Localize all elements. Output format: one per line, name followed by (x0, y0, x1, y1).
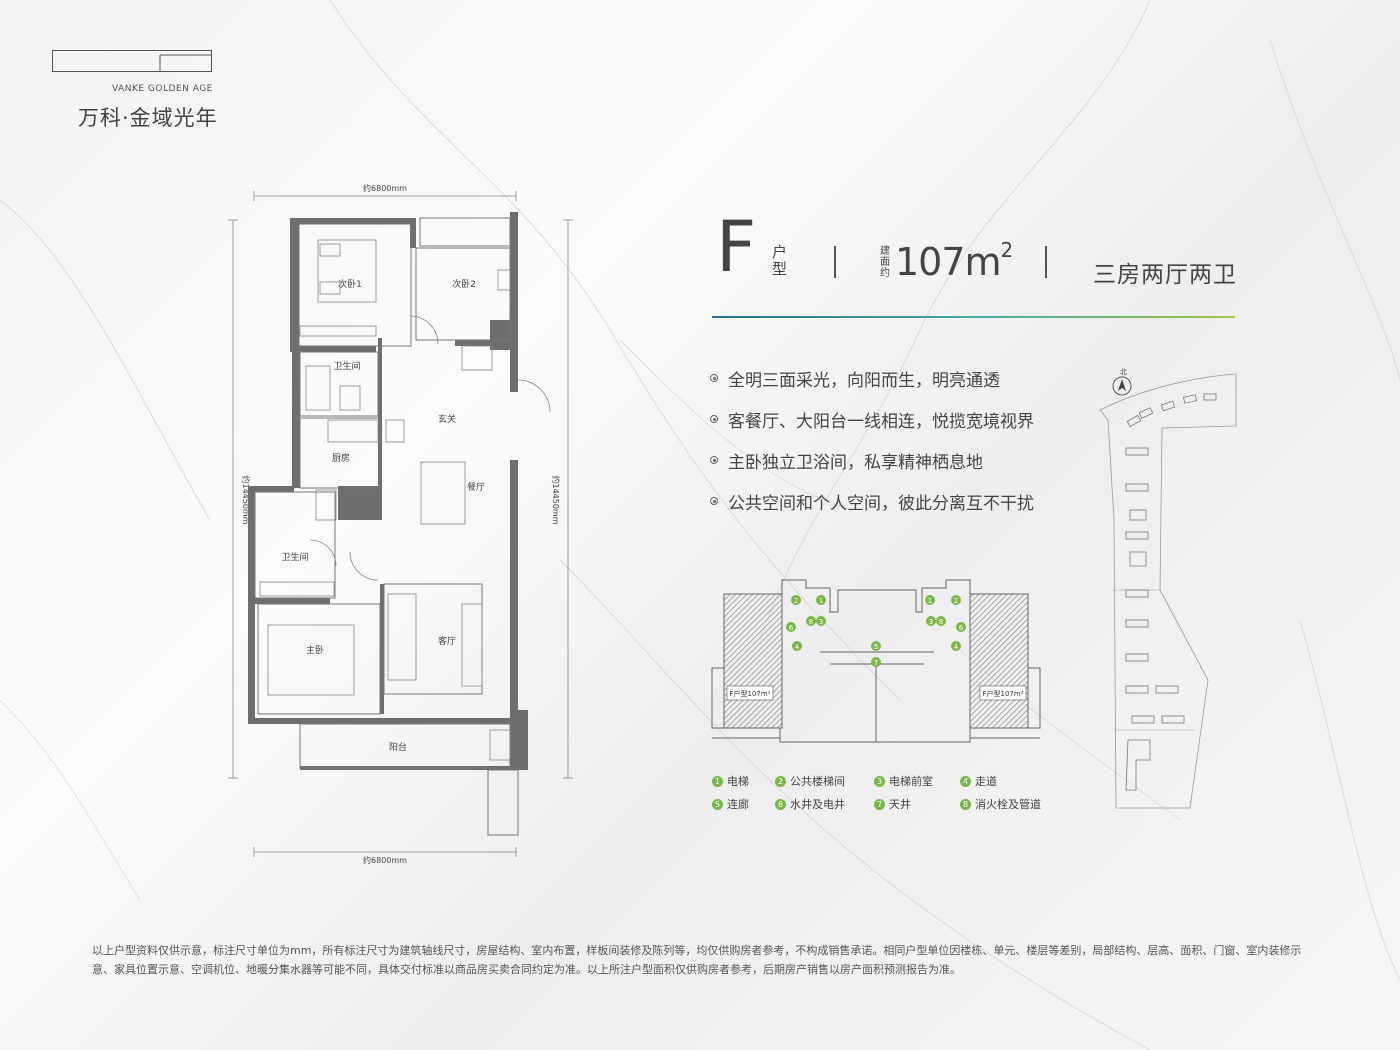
legend-label: 连廊 (727, 798, 749, 811)
bullet-icon (710, 497, 718, 505)
disclaimer-line-2: 意、家具位置示意、空调机位、地暖分集水器等可能不同，具体交付标准以商品房买卖合同… (92, 963, 961, 976)
dim-bottom: 约6800mm (363, 855, 407, 865)
svg-text:1: 1 (928, 597, 932, 605)
legend-num: 4 (960, 775, 971, 787)
unit-type-letter: F (716, 206, 757, 288)
legend-item: 3 电梯前室 (874, 773, 933, 789)
feature-item: 公共空间和个人空间，彼此分离互不干扰 (710, 489, 1034, 530)
legend-num: 3 (874, 775, 885, 787)
brand-logo-mark (52, 50, 212, 72)
unit-type-label: 户型 (772, 243, 788, 278)
legend-label: 水井及电井 (790, 798, 845, 811)
svg-text:6: 6 (959, 624, 964, 632)
legend-item: 4 走道 (960, 773, 997, 789)
feature-text: 客餐厅、大阳台一线相连，悦揽宽境视界 (728, 412, 1034, 432)
svg-text:8: 8 (809, 618, 813, 626)
svg-text:2: 2 (794, 597, 798, 605)
area-label: 建面约 (880, 246, 890, 279)
room-dining-label: 餐厅 (467, 481, 485, 493)
area-sup: 2 (1000, 238, 1014, 262)
separator-1 (834, 246, 836, 278)
feature-text: 公共空间和个人空间，彼此分离互不干扰 (728, 494, 1034, 514)
svg-text:1: 1 (819, 597, 823, 605)
legend-num: 8 (960, 798, 971, 810)
room-living-label: 客厅 (438, 635, 456, 647)
room-kitchen-label: 厨房 (332, 452, 350, 464)
dim-left: 约14450mm (241, 475, 251, 524)
dim-right: 约14450mm (551, 475, 561, 524)
area-number: 107m (895, 240, 1002, 284)
separator-2 (1045, 246, 1047, 278)
dim-top: 约6800mm (363, 183, 407, 193)
room-foyer-label: 玄关 (438, 413, 456, 425)
north-label: 北 (1120, 368, 1127, 376)
svg-text:4: 4 (795, 643, 800, 651)
legend-item: 7 天井 (874, 796, 911, 812)
legend-label: 天井 (889, 798, 911, 811)
bullet-icon (710, 456, 718, 464)
feature-list: 全明三面采光，向阳而生，明亮通透 客餐厅、大阳台一线相连，悦揽宽境视界 主卧独立… (710, 366, 1034, 530)
brand-english: VANKE GOLDEN AGE (112, 84, 213, 94)
legend-num: 5 (712, 798, 723, 810)
legend-item: 2 公共楼梯间 (775, 773, 845, 789)
legend-num: 2 (775, 775, 786, 787)
core-unit-label-right: F户型107m² (982, 689, 1023, 698)
legend-item: 8 消火栓及管道 (960, 796, 1041, 812)
core-unit-label-left: F户型107m² (729, 689, 770, 698)
legend-item: 5 连廊 (712, 796, 749, 812)
room-bedroom2-label: 次卧2 (452, 278, 476, 290)
disclaimer: 以上户型资料仅供示意，标注尺寸单位为mm，所有标注尺寸为建筑轴线尺寸，房屋结构、… (92, 941, 1312, 979)
area-value: 107m2 (895, 238, 1014, 284)
compass-icon (1112, 376, 1132, 396)
legend-label: 走道 (975, 775, 997, 788)
floor-plan: 约6800mm 约6800mm 约14450mm 约14450mm (228, 183, 573, 865)
brand-chinese: 万科·金域光年 (78, 106, 218, 130)
legend-num: 1 (712, 775, 723, 787)
legend-label: 消火栓及管道 (975, 798, 1041, 811)
room-bath-public-label: 卫生间 (333, 360, 360, 372)
room-bedroom1-label: 次卧1 (338, 278, 362, 290)
svg-text:8: 8 (939, 618, 943, 626)
legend-num: 7 (874, 798, 885, 810)
feature-text: 主卧独立卫浴间，私享精神栖息地 (728, 453, 983, 473)
legend-label: 电梯前室 (889, 775, 933, 788)
disclaimer-line-1: 以上户型资料仅供示意，标注尺寸单位为mm，所有标注尺寸为建筑轴线尺寸，房屋结构、… (92, 944, 1302, 957)
accent-divider (712, 316, 1235, 318)
room-balcony-label: 阳台 (389, 741, 407, 753)
svg-text:3: 3 (929, 618, 933, 626)
svg-text:4: 4 (954, 643, 959, 651)
feature-item: 主卧独立卫浴间，私享精神栖息地 (710, 448, 1034, 489)
legend-item: 6 水井及电井 (775, 796, 845, 812)
layout-name: 三房两厅两卫 (1093, 262, 1237, 288)
feature-item: 全明三面采光，向阳而生，明亮通透 (710, 366, 1034, 407)
bullet-icon (710, 374, 718, 382)
legend-label: 公共楼梯间 (790, 775, 845, 788)
svg-text:7: 7 (874, 659, 878, 667)
bullet-icon (710, 415, 718, 423)
site-plan: 北 (1099, 368, 1237, 809)
svg-text:5: 5 (874, 643, 878, 651)
legend-item: 1 电梯 (712, 773, 749, 789)
svg-text:6: 6 (789, 624, 794, 632)
svg-text:2: 2 (954, 597, 958, 605)
feature-item: 客餐厅、大阳台一线相连，悦揽宽境视界 (710, 407, 1034, 448)
svg-text:3: 3 (819, 618, 823, 626)
room-bath-master-label: 卫生间 (281, 551, 308, 563)
legend-label: 电梯 (727, 775, 749, 788)
feature-text: 全明三面采光，向阳而生，明亮通透 (728, 371, 1000, 391)
legend-num: 6 (775, 798, 786, 810)
room-master-label: 主卧 (306, 644, 324, 656)
